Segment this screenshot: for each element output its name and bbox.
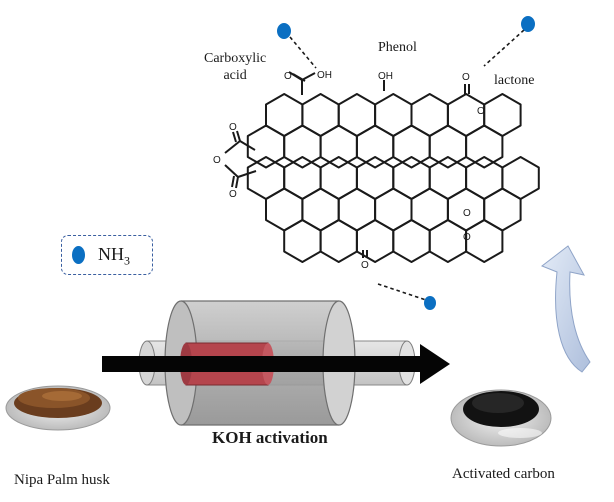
- carbon-ring: [392, 219, 431, 263]
- atom-o-anhydride-bottom: O: [229, 189, 237, 200]
- recycle-arrow: [540, 245, 591, 373]
- phenol-label: Phenol: [378, 40, 417, 55]
- carbon-ring: [428, 124, 468, 169]
- carbon-ring: [355, 124, 395, 169]
- atom-o-peroxide-top: O: [463, 208, 471, 219]
- carbon-ring: [319, 124, 358, 169]
- activated-carbon-dish: [450, 389, 552, 447]
- koh-activation-label: KOH activation: [212, 428, 328, 447]
- nh3-dot-carboxyl: [277, 23, 291, 39]
- nh3-dot-lactone: [521, 16, 535, 32]
- carbon-ring: [392, 124, 431, 169]
- atom-o-anhydride-bridge: O: [213, 155, 221, 166]
- lactone-label: lactone: [494, 73, 535, 88]
- atom-oh-carboxyl: OH: [317, 70, 332, 81]
- nh3-subscript: 3: [124, 253, 130, 268]
- nh3-dot-ketone: [424, 296, 436, 310]
- functional-groups: [224, 71, 470, 258]
- atom-o-carboxyl: O: [284, 71, 292, 82]
- nh3-legend-label: NH3: [98, 244, 130, 269]
- process-arrow: [102, 344, 450, 384]
- atom-o-anhydride-top: O: [229, 122, 237, 133]
- atom-o-lactone-carbonyl: O: [462, 72, 470, 83]
- nh3-name: NH: [98, 244, 124, 264]
- activated-carbon-label: Activated carbon: [452, 466, 555, 482]
- carbon-ring: [246, 124, 286, 169]
- carboxylic-acid-label: Carboxylic acid: [204, 50, 266, 84]
- adsorption-lines: [289, 29, 525, 301]
- atom-o-ketone: O: [361, 260, 369, 271]
- nh3-legend: NH3: [61, 235, 153, 275]
- nh3-molecules: [277, 16, 535, 310]
- atom-o-peroxide-bottom: O: [463, 232, 471, 243]
- carboxylic-label-line2: acid: [223, 68, 247, 83]
- carbon-ring: [465, 219, 504, 263]
- carbon-ring: [428, 219, 468, 263]
- carbon-ring: [283, 124, 322, 169]
- nipa-palm-husk-label: Nipa Palm husk: [14, 472, 110, 488]
- carbon-surface-structure: [246, 93, 540, 263]
- atom-o-lactone-ring: O: [477, 106, 485, 117]
- carbon-ring: [283, 219, 322, 263]
- nipa-husk-dish: [5, 385, 111, 431]
- carboxylic-label-line1: Carboxylic: [204, 51, 267, 66]
- carbon-ring: [465, 124, 504, 169]
- atom-labels: O OH OH O O O O O O O O: [213, 70, 485, 271]
- atom-oh-phenol: OH: [378, 71, 393, 82]
- nh3-legend-dot: [72, 246, 85, 264]
- carbon-ring: [319, 219, 358, 263]
